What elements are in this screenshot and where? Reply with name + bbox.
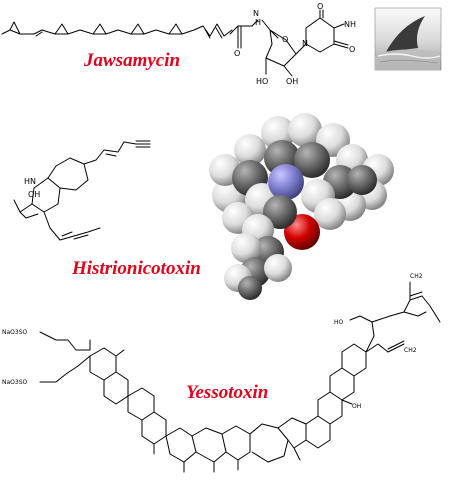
jaw-amide-h: H — [255, 18, 261, 27]
jaw-carbonyl-o: O — [234, 49, 240, 58]
jaw-uracil-o-right: O — [349, 45, 355, 54]
jawsamycin-structure: N H O O N O NH O HO OH — [1, 2, 356, 86]
jaw-ring-n: N — [302, 39, 308, 48]
yessotoxin-structure: NaO3SO NaO3SO CH2 CH2 HO OH — [2, 273, 441, 473]
histrionicotoxin-structure: HN OH — [13, 140, 151, 241]
title-yessotoxin: Yessotoxin — [186, 382, 268, 403]
jaw-oh: OH — [286, 77, 298, 86]
htx-hn: HN — [24, 177, 36, 186]
title-jawsamycin: Jawsamycin — [83, 50, 180, 71]
htx-oh: OH — [28, 190, 40, 199]
jaw-ho: HO — [256, 77, 268, 86]
yes-oh: OH — [352, 403, 361, 410]
yes-naso3so-2: NaO3SO — [2, 379, 28, 386]
yes-ch2-top: CH2 — [410, 273, 423, 280]
shark-fin-photo — [374, 7, 442, 71]
jaw-uracil-o-top: O — [317, 2, 323, 11]
title-histrionicotoxin: Histrionicotoxin — [71, 258, 201, 279]
yes-ch2-bottom: CH2 — [404, 347, 417, 354]
jaw-ring-o: O — [282, 35, 288, 44]
space-filling-model — [209, 113, 394, 300]
yes-ho: HO — [334, 319, 344, 326]
yes-naso3so-1: NaO3SO — [2, 329, 28, 336]
jaw-uracil-nh: NH — [344, 20, 356, 29]
jaw-amide-n: N — [253, 9, 259, 18]
